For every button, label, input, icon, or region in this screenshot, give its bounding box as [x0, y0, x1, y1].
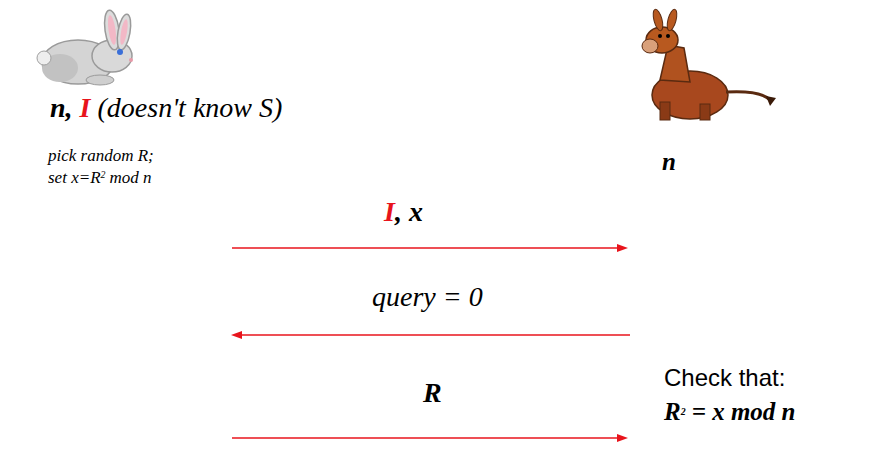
message-label-line: I, x — [384, 196, 423, 228]
step-note: set x=R — [48, 168, 101, 188]
check-note-line: R2 = x mod n — [664, 398, 796, 426]
message-label: R — [423, 377, 442, 409]
step-note-line: set x=R2 mod n — [48, 168, 152, 188]
exponent: 2 — [101, 169, 106, 180]
message-label: , x — [395, 196, 423, 228]
donkey-picture — [642, 8, 776, 120]
step-note: pick random R; — [48, 146, 154, 166]
step-note-line: pick random R; — [48, 146, 154, 166]
check-note: Check that: — [664, 364, 785, 392]
message-arrow — [232, 244, 628, 252]
party-knowledge-line: n — [662, 148, 676, 176]
step-note: mod n — [110, 168, 152, 188]
message-label: query = 0 — [372, 281, 483, 313]
message-label-line: query = 0 — [372, 281, 483, 313]
check-formula: R — [664, 398, 681, 426]
message-arrow — [231, 331, 630, 339]
message-label-line: R — [423, 377, 442, 409]
note: (doesn't know S) — [97, 92, 282, 124]
check-formula: = x mod n — [692, 398, 796, 426]
identity: I — [384, 196, 395, 228]
variable: n — [662, 148, 676, 176]
party-knowledge-line: n,I(doesn't know S) — [50, 92, 282, 124]
exponent: 2 — [681, 406, 686, 417]
rabbit-picture — [37, 9, 133, 85]
identity: I — [80, 92, 91, 124]
variable: n, — [50, 92, 73, 124]
message-arrow — [232, 434, 628, 442]
check-note-line: Check that: — [664, 364, 785, 392]
